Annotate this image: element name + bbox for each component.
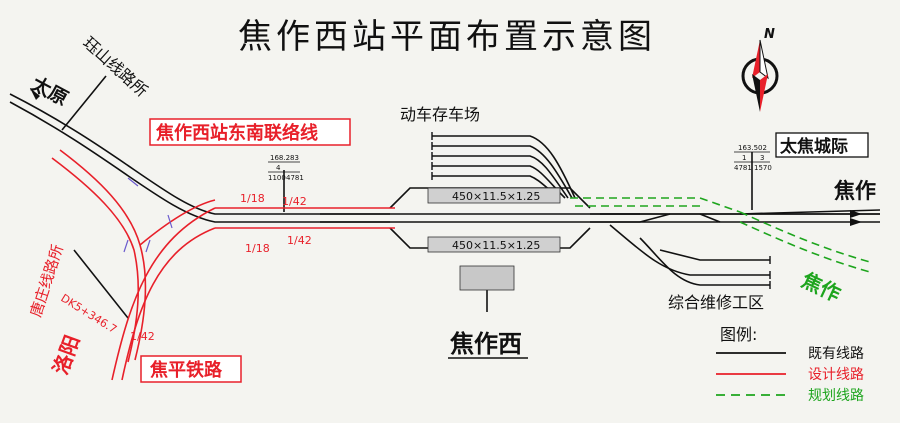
upper-platform-label: 450×11.5×1.25	[452, 190, 540, 203]
label-km-mark: DK5+346.7	[58, 292, 119, 337]
planned-lines	[570, 197, 871, 273]
km-box-right-br: 1570	[754, 164, 772, 172]
km-box-left-mid: 4	[276, 164, 281, 172]
design-lines	[51, 149, 395, 381]
upper-platform: 450×11.5×1.25	[427, 187, 561, 204]
label-luoyang: 洛阳	[48, 332, 84, 378]
compass-icon: N	[741, 27, 779, 112]
km-box-left: 168.283 4 1100 4781	[268, 154, 304, 182]
km-box-right: 163.502 1 3 4781 1570	[734, 144, 772, 172]
km-box-left-br: 4781	[286, 174, 304, 182]
km-box-right-bl: 4781	[734, 164, 752, 172]
ratio-label-e: 1/42	[130, 330, 155, 343]
taijiao-box: 太焦城际	[775, 132, 869, 158]
label-jueshan: 珏山线路所	[79, 33, 151, 101]
ratio-label-a: 1/18	[240, 192, 265, 205]
southeast-link-box: 焦作西站东南联络线	[149, 118, 351, 146]
label-maintenance: 综合维修工区	[668, 293, 764, 312]
label-jiaozuo-east: 焦作	[833, 179, 876, 203]
legend-label-0: 既有线路	[808, 346, 864, 362]
ratio-label-b: 1/42	[282, 195, 307, 208]
ratio-label-d: 1/42	[287, 234, 312, 247]
label-tangzhuang: 唐庄线路所	[27, 242, 67, 319]
legend-label-1: 设计线路	[808, 367, 864, 383]
station-building	[459, 265, 515, 291]
km-box-right-mr: 3	[760, 154, 764, 162]
label-taiyuan: 太原	[28, 72, 72, 110]
direction-arrows	[30, 88, 862, 226]
label-jiaoping: 焦平铁路	[149, 359, 223, 381]
label-station-name: 焦作西	[450, 330, 522, 358]
legend-title: 图例:	[720, 325, 757, 344]
km-box-right-ml: 1	[742, 154, 746, 162]
km-box-left-top: 168.283	[270, 154, 299, 162]
label-southeast-link: 焦作西站东南联络线	[155, 122, 318, 144]
depot-buffer-stops	[431, 132, 771, 289]
legend-label-2: 规划线路	[808, 388, 864, 404]
diagram-title: 焦作西站平面布置示意图	[238, 17, 656, 57]
label-dongche: 动车存车场	[400, 105, 480, 124]
junction-marks	[123, 177, 173, 253]
lower-platform-label: 450×11.5×1.25	[452, 239, 540, 252]
label-jiaozuo-planned: 焦作	[798, 268, 844, 307]
km-box-left-bl: 1100	[268, 174, 286, 182]
lower-platform: 450×11.5×1.25	[427, 236, 561, 253]
label-taijiao: 太焦城际	[780, 136, 848, 157]
compass-north-label: N	[764, 27, 775, 42]
km-box-right-top: 163.502	[738, 144, 767, 152]
jiaoping-box: 焦平铁路	[140, 355, 242, 383]
ratio-label-c: 1/18	[245, 242, 270, 255]
